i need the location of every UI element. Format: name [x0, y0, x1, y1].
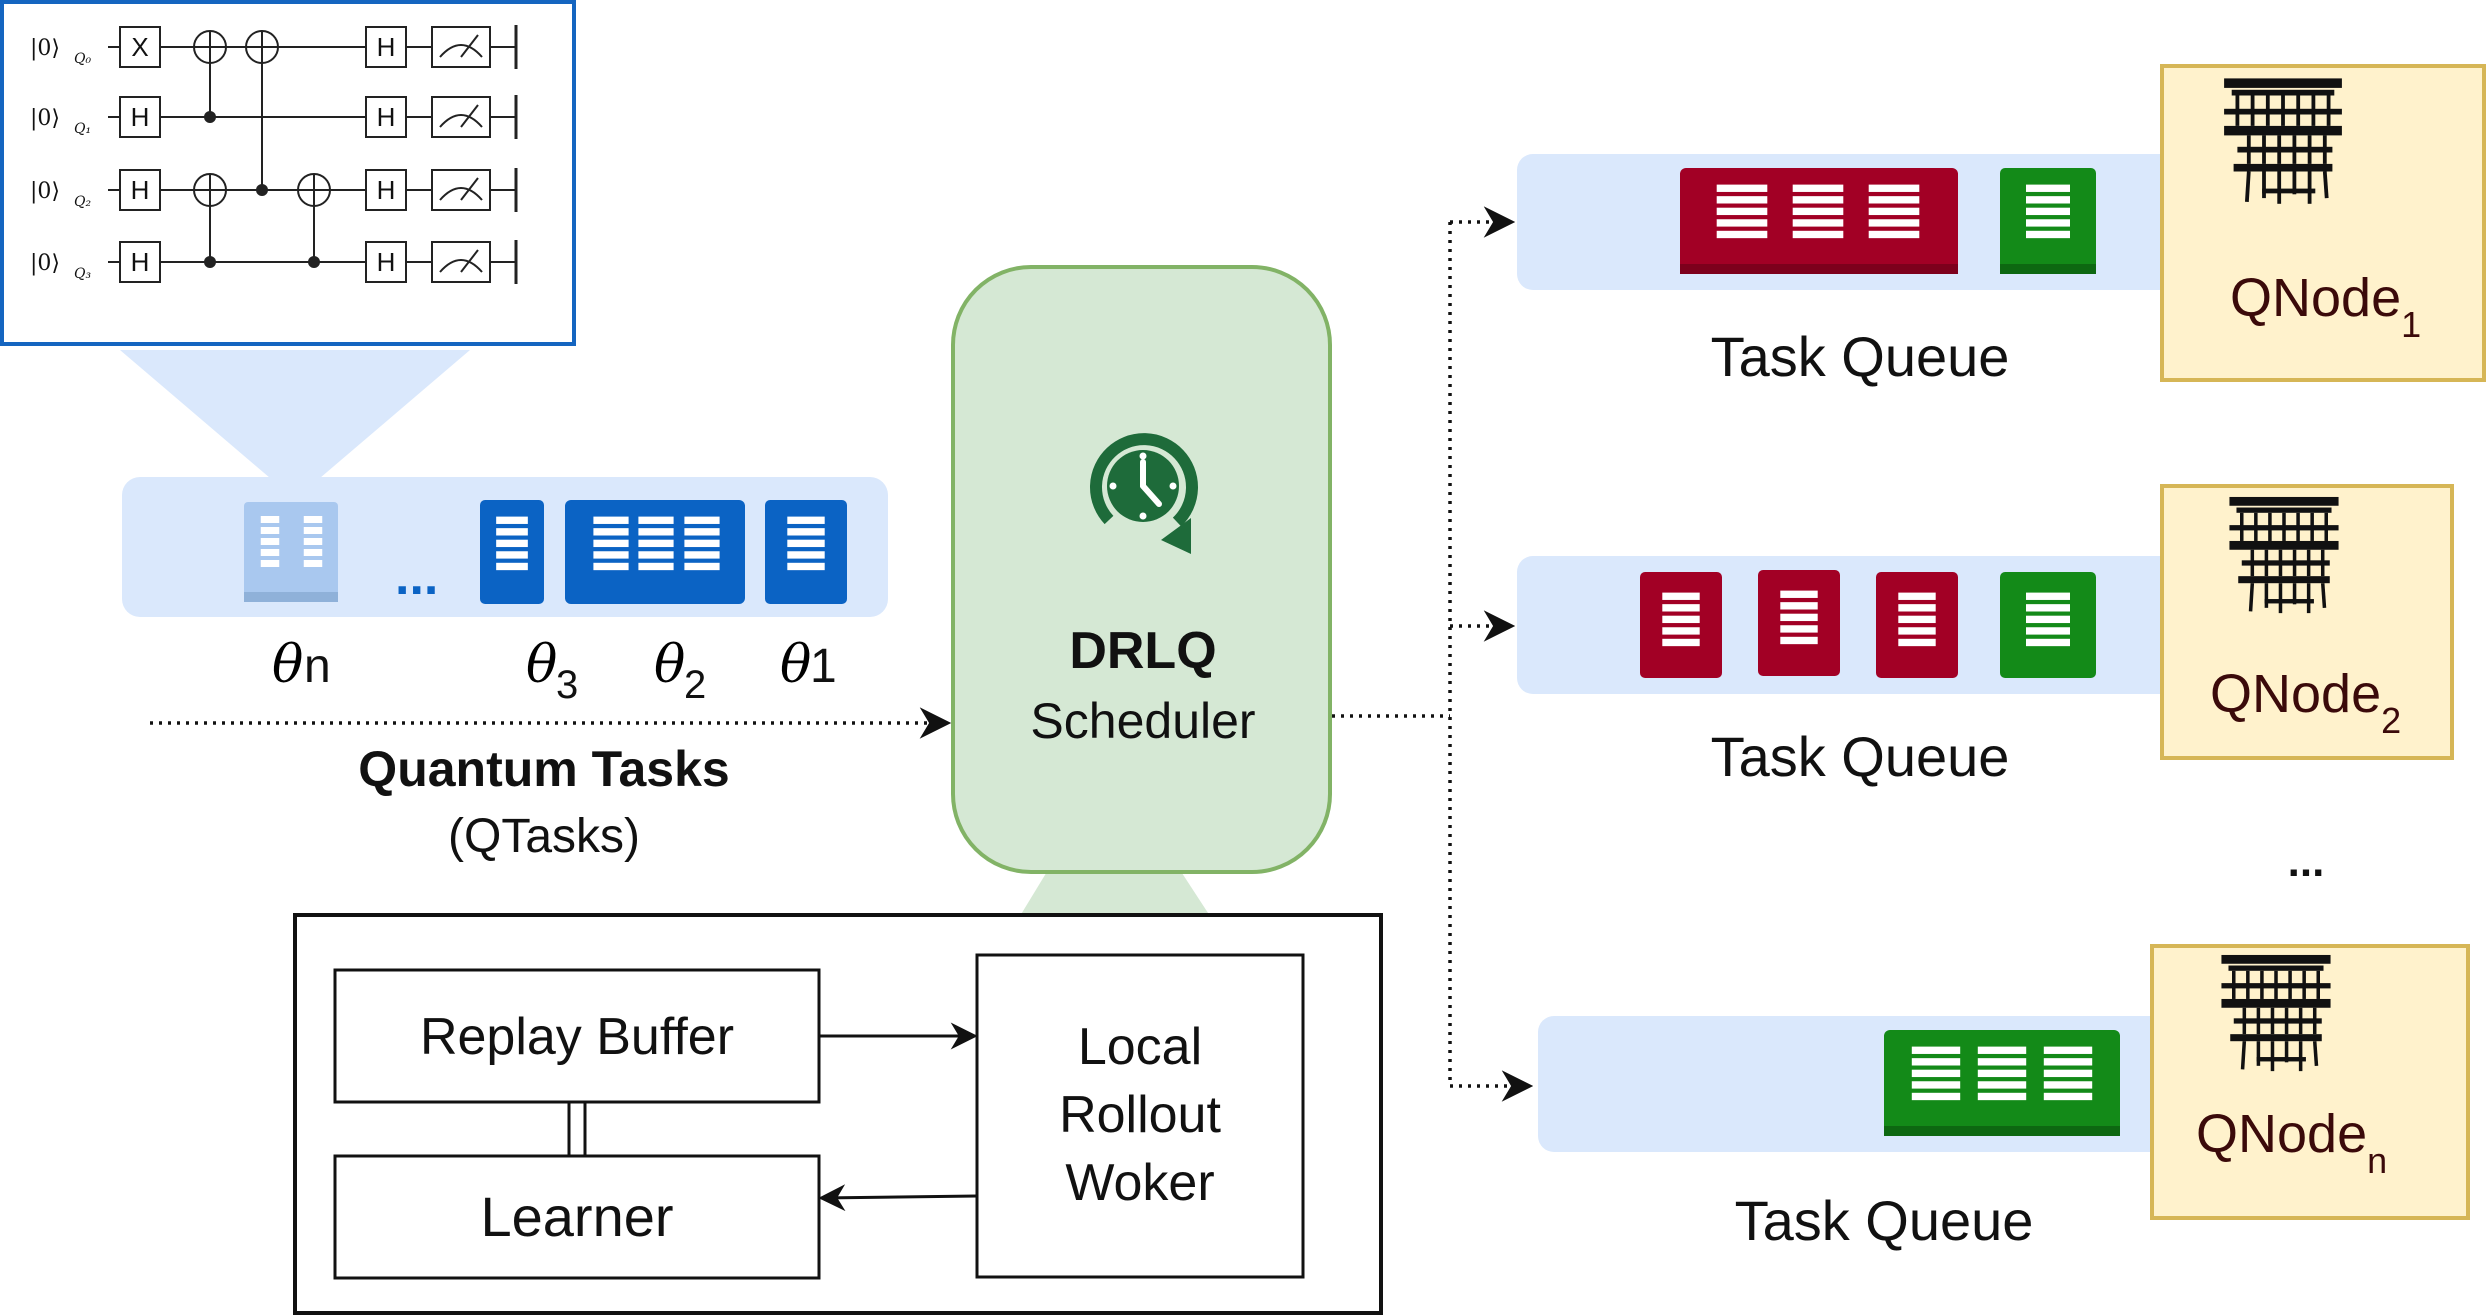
theta-2-symbol: θ — [654, 635, 685, 695]
replay-buffer-label: Replay Buffer — [420, 1008, 734, 1066]
qubit-ket-0: |0⟩ — [30, 36, 60, 61]
queue2-red-task-b — [1758, 570, 1840, 676]
theta-1-symbol: θ — [780, 635, 811, 695]
scheduler-title: DRLQ — [1069, 622, 1216, 680]
qubit-sub-0: Q₀ — [74, 51, 91, 67]
gate-last-1 — [365, 96, 407, 138]
task-queue-label-2: Task Queue — [1711, 725, 2010, 788]
qnode-2-label: QNode2 — [2210, 664, 2401, 741]
queue2-green-task — [2000, 572, 2096, 678]
task-icon-theta-n — [244, 502, 338, 602]
clock-refresh-icon — [1090, 433, 1198, 554]
measurement-icon — [431, 169, 491, 211]
gate-first-label-1: H — [131, 102, 150, 132]
gate-last-2 — [365, 169, 407, 211]
circuit-zoom-funnel — [120, 350, 470, 478]
task-icon-theta-1 — [765, 500, 847, 604]
measurement-icon — [431, 96, 491, 138]
qubit-ket-1: |0⟩ — [30, 106, 60, 131]
cnot-gate-3 — [297, 173, 331, 268]
qubit-labels: |0⟩ Q₀ |0⟩ Q₁ |0⟩ Q₂ |0⟩ Q₃ — [30, 36, 91, 282]
rollout-worker-box[interactable] — [975, 953, 1305, 1279]
learner-label: Learner — [480, 1185, 673, 1248]
queue1-red-task — [1680, 168, 1958, 274]
measurement-icon — [431, 26, 491, 68]
queuen-green-task — [1884, 1030, 2120, 1136]
theta-1-sub: 1 — [810, 640, 837, 693]
queue2-red-task-a — [1640, 572, 1722, 678]
qtasks-subtitle: (QTasks) — [448, 810, 640, 863]
theta-2-sub: 2 — [684, 663, 706, 707]
gate-first-2 — [119, 169, 161, 211]
queue2-red-task-c — [1876, 572, 1958, 678]
task-queue-label-1: Task Queue — [1711, 325, 2010, 388]
cnot-gate-0 — [193, 30, 227, 123]
gate-last-label-3: H — [377, 247, 396, 277]
qubit-sub-3: Q₃ — [74, 266, 91, 282]
gate-first-label-3: H — [131, 247, 150, 277]
gate-first-0 — [119, 26, 161, 68]
task-ellipsis: ... — [395, 548, 438, 606]
qnode-n[interactable]: QNoden — [2150, 944, 2470, 1220]
gate-last-label-1: H — [377, 102, 396, 132]
scheduler-subtitle: Scheduler — [1030, 693, 1255, 749]
theta-labels: θ n θ 3 θ 2 θ 1 — [272, 635, 837, 707]
drlq-scheduler-box[interactable] — [951, 265, 1332, 874]
qnode-2[interactable]: QNode2 — [2160, 484, 2454, 760]
theta-3-sub: 3 — [556, 663, 578, 707]
dispatch-arrows — [1332, 206, 1534, 1102]
worker-label-line3: Woker — [1065, 1154, 1214, 1212]
worker-label-line1: Local — [1078, 1018, 1202, 1076]
theta-n-sub: n — [304, 640, 331, 693]
qtasks-title: Quantum Tasks — [358, 741, 729, 797]
gate-last-0 — [365, 26, 407, 68]
qubit-ket-2: |0⟩ — [30, 179, 60, 204]
scheduler-zoom-funnel — [1020, 870, 1210, 916]
gate-first-3 — [119, 241, 161, 283]
task-icon-theta-3 — [480, 500, 544, 604]
qubit-sub-2: Q₂ — [74, 194, 91, 210]
qubit-ket-3: |0⟩ — [30, 251, 60, 276]
replay-buffer-box[interactable] — [333, 968, 821, 1104]
gate-last-label-2: H — [377, 175, 396, 205]
qubit-sub-1: Q₁ — [74, 121, 91, 137]
measurement-icon — [431, 241, 491, 283]
gate-first-label-2: H — [131, 175, 150, 205]
worker-to-learner-arrow — [818, 1184, 978, 1212]
gate-first-1 — [119, 96, 161, 138]
theta-n-symbol: θ — [272, 635, 303, 695]
quantum-circuit-panel: |0⟩ Q₀ |0⟩ Q₁ |0⟩ Q₂ |0⟩ Q₃ X H H H H H H H — [0, 0, 576, 346]
nodes-ellipsis: ... — [2288, 837, 2325, 886]
worker-label-line2: Rollout — [1059, 1086, 1221, 1144]
theta-3-symbol: θ — [526, 635, 557, 695]
gate-last-3 — [365, 241, 407, 283]
learner-box[interactable] — [333, 1154, 821, 1280]
cnot-gate-2 — [193, 173, 227, 268]
qnode-1-label: QNode1 — [2230, 268, 2421, 345]
gate-first-label-0: X — [131, 32, 148, 62]
task-icon-theta-2 — [565, 500, 745, 604]
queue1-green-task — [2000, 168, 2096, 274]
gate-last-label-0: H — [377, 32, 396, 62]
circuit-gates: X H H H H H H H — [119, 26, 491, 283]
task-queue-label-n: Task Queue — [1735, 1189, 2034, 1252]
qnode-1[interactable]: QNode1 — [2160, 64, 2486, 382]
cnot-gate-1 — [245, 30, 279, 196]
qnode-n-label: QNoden — [2196, 1104, 2387, 1181]
